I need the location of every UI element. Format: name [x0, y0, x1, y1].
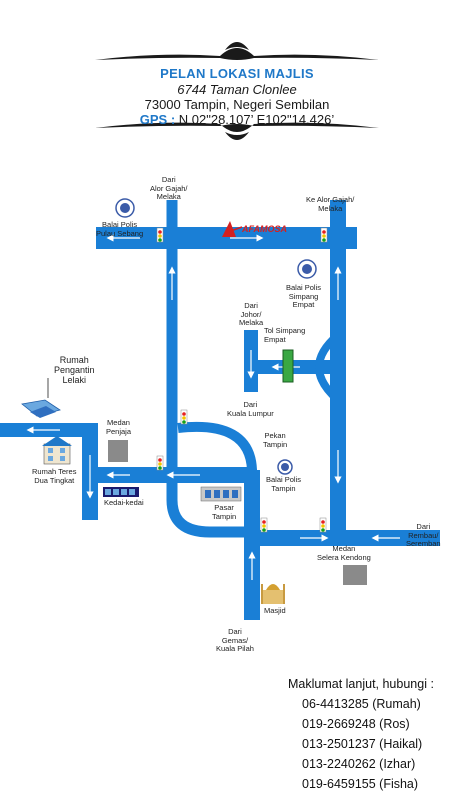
pasar-tampin-icon [200, 486, 242, 502]
contact-heading: Maklumat lanjut, hubungi : [288, 677, 434, 691]
afamosa-logo [222, 221, 243, 237]
label-ke-alor-gajah: Ke Alor Gajah/Melaka [306, 195, 355, 213]
gps-label: GPS : [139, 112, 176, 127]
label-afamosa: AFAMOSA [242, 224, 287, 234]
top-ornament [95, 42, 379, 60]
police-icon-pulau-sebang [115, 198, 135, 218]
header-ornaments [95, 42, 379, 140]
gps-coordinates: GPS : N 02"28.107’ E102"14.426’ [0, 112, 474, 127]
bottom-ornament [95, 122, 379, 140]
contact-number: 019-2669248 (Ros) [302, 717, 410, 731]
map-title: PELAN LOKASI MAJLIS [160, 66, 314, 81]
roads [0, 200, 440, 620]
medan-penjaja-building [108, 440, 128, 462]
road-toll-curve [315, 331, 341, 404]
kedai-kedai-icon [103, 487, 139, 497]
label-kedai-kedai: Kedai-kedai [104, 498, 144, 507]
toll-plaza [282, 349, 294, 383]
address-line-1: 6744 Taman Clonlee [177, 82, 297, 97]
road-alor-gajah [166, 200, 248, 538]
gps-value: N 02"28.107’ E102"14.426’ [175, 112, 335, 127]
contact-number: 06-4413285 (Rumah) [302, 697, 421, 711]
police-icon-tampin [277, 459, 293, 475]
medan-selera-kendong-building [343, 565, 367, 585]
police-icon-simpang-empat [297, 259, 317, 279]
contact-number: 013-2501237 (Haikal) [302, 737, 423, 751]
rumah-teres-icon [42, 436, 72, 465]
rumah-pengantin-lelaki-icon [21, 378, 61, 418]
masjid-icon [261, 584, 285, 604]
label-masjid: Masjid [264, 606, 286, 615]
address-line-2: 73000 Tampin, Negeri Sembilan [144, 97, 330, 112]
traffic-lights [156, 227, 328, 533]
contact-number: 019-6459155 (Fisha) [302, 777, 419, 791]
contact-number: 013-2240262 (Izhar) [302, 757, 416, 771]
direction-arrows [26, 234, 400, 580]
